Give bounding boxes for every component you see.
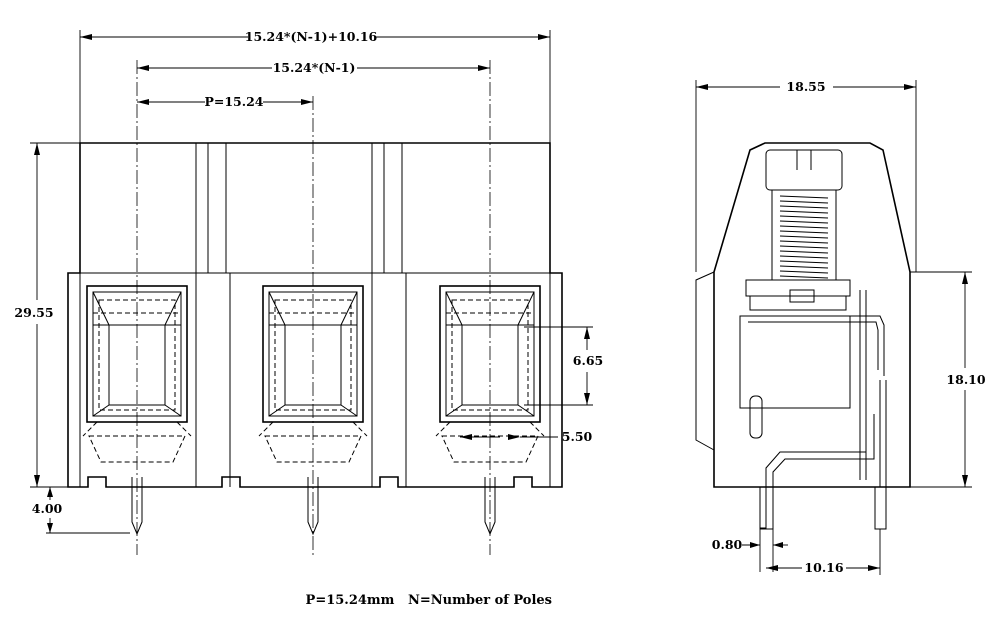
opening-width-dimension: 5.50	[460, 429, 593, 444]
cavity-dashed-outline	[98, 299, 176, 411]
pin	[307, 487, 319, 536]
chamfer-line	[517, 404, 535, 417]
thread-line	[779, 275, 829, 279]
span-dimension: 15.24*(N-1)	[137, 60, 490, 75]
thread-line	[779, 250, 829, 254]
chamfer-line	[517, 291, 535, 326]
pin-thickness-dimension: 0.80	[712, 529, 788, 572]
cavity-inner-frame	[268, 291, 358, 417]
height-label: 29.55	[14, 305, 53, 320]
side-view: 18.55 18.10 0.80	[695, 79, 986, 575]
chamfer-line	[92, 404, 110, 417]
chamfer-line	[164, 291, 182, 326]
side-height-label: 18.10	[946, 372, 985, 387]
pitch-label: P=15.24	[204, 94, 263, 109]
pin-length-label: 4.00	[32, 501, 63, 516]
wire-entry-outline	[88, 435, 186, 463]
pin-spacing-label: 10.16	[804, 560, 843, 575]
thread-line	[779, 265, 829, 269]
wire-entry-outline	[441, 435, 539, 463]
wire-entry-guide	[258, 421, 368, 437]
side-height-dimension: 18.10	[910, 271, 986, 488]
terminal-block-body	[67, 142, 563, 488]
pin-length-dimension: 4.00	[32, 486, 130, 534]
chamfer-line	[445, 404, 463, 417]
opening-height-dimension: 6.65	[524, 326, 603, 406]
chamfer-line	[340, 404, 358, 417]
wire-entry-outline	[264, 435, 362, 463]
thread-line	[779, 195, 829, 199]
opening-width-label: 5.50	[562, 429, 593, 444]
thread-line	[779, 200, 829, 204]
pole-center-lines	[136, 60, 491, 555]
depth-dimension: 18.55	[695, 79, 917, 272]
screw-thread	[779, 195, 829, 279]
chamfer-line	[164, 404, 182, 417]
pitch-note: P=15.24mm	[306, 593, 395, 608]
thread-line	[779, 240, 829, 244]
thread-line	[779, 205, 829, 209]
front-view: 15.24*(N-1)+10.16 15.24*(N-1) P=15.24	[14, 29, 603, 555]
depth-label: 18.55	[786, 79, 825, 94]
thread-line	[779, 245, 829, 249]
chamfer-line	[340, 291, 358, 326]
wire-entry-guide	[82, 421, 192, 437]
thread-line	[779, 235, 829, 239]
thread-line	[779, 215, 829, 219]
height-dimension: 29.55	[14, 142, 80, 488]
opening-height-label: 6.65	[573, 353, 603, 368]
footnote: P=15.24mm N=Number of Poles	[306, 593, 552, 608]
chamfer-line	[268, 404, 286, 417]
pin-thickness-label: 0.80	[712, 537, 743, 552]
thread-line	[779, 225, 829, 229]
overall-width-label: 15.24*(N-1)+10.16	[245, 29, 378, 44]
pole-openings	[82, 285, 545, 536]
pin-spacing-dimension: 10.16	[766, 529, 881, 575]
side-body	[695, 142, 911, 530]
chamfer-line	[445, 291, 463, 326]
thread-line	[779, 210, 829, 214]
thread-line	[779, 220, 829, 224]
poles-note: N=Number of Poles	[408, 593, 552, 608]
span-label: 15.24*(N-1)	[273, 60, 356, 75]
pitch-dimension: P=15.24	[137, 94, 313, 109]
thread-line	[779, 255, 829, 259]
thread-line	[779, 260, 829, 264]
chamfer-line	[92, 291, 110, 326]
chamfer-line	[268, 291, 286, 326]
cavity-dashed-outline	[451, 299, 529, 411]
overall-width-dimension: 15.24*(N-1)+10.16	[79, 29, 551, 143]
wire-entry-guide	[435, 421, 545, 437]
thread-line	[779, 270, 829, 274]
thread-line	[779, 230, 829, 234]
